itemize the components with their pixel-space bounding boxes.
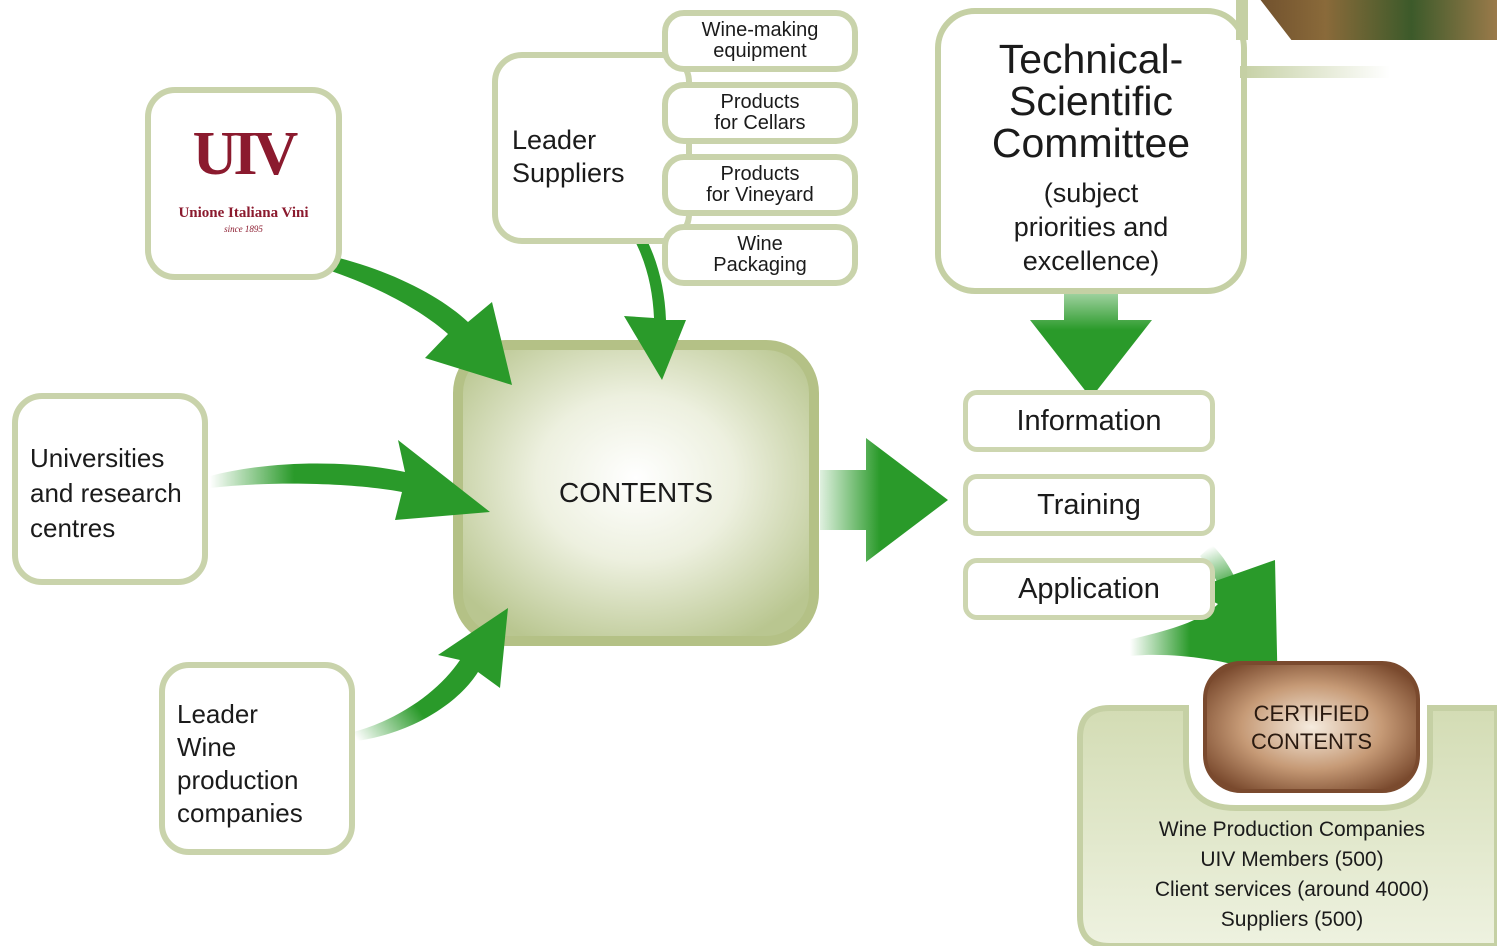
committee-title-line-2: Scientific — [1008, 78, 1174, 124]
leader-suppliers-line-2: Suppliers — [512, 158, 625, 188]
stage-application: Application — [963, 558, 1215, 620]
uiv-logo-mark: UIV — [192, 120, 299, 188]
committee-tail-top — [1236, 0, 1248, 40]
arrow-leader-wine-to-contents — [350, 608, 508, 742]
certified-line-2: CONTENTS — [1251, 729, 1372, 754]
leader-wine-line-2: Wine — [177, 732, 237, 762]
leader-wine-line-3: production — [177, 765, 299, 795]
audience-item: UIV Members (500) — [1200, 848, 1384, 871]
audience-list: Wine Production Companies UIV Members (5… — [1090, 815, 1494, 935]
committee-box: Technical- Scientific Committee (subject… — [935, 8, 1247, 294]
stage-application-label: Application — [1018, 572, 1160, 605]
universities-label: Universities and research centres — [30, 441, 182, 546]
audience-item: Client services (around 4000) — [1154, 878, 1430, 901]
audience-item: Wine Production Companies — [1158, 818, 1426, 841]
stage-training-label: Training — [1037, 488, 1141, 521]
leader-suppliers-label: Leader Suppliers — [512, 124, 625, 190]
stage-information-label: Information — [1016, 404, 1162, 437]
committee-subtitle-line-1: (subject — [1043, 178, 1139, 208]
committee-subtitle-line-2: priorities and — [1013, 212, 1169, 242]
universities-line-3: centres — [30, 513, 116, 543]
arrow-committee-to-information — [1030, 278, 1152, 398]
stage-information: Information — [963, 390, 1215, 452]
category-line-2: for Cellars — [714, 112, 806, 134]
uiv-logo-name: Unione Italiana Vini — [178, 205, 309, 221]
certified-label: CERTIFIED CONTENTS — [1205, 700, 1418, 756]
arrow-universities-to-contents — [210, 440, 490, 520]
committee-subtitle: (subject priorities and excellence) — [941, 176, 1241, 278]
arrow-uiv-to-contents — [250, 245, 512, 385]
audience-panel-shape — [1077, 705, 1497, 946]
leader-suppliers-line-1: Leader — [512, 125, 597, 155]
stage-training: Training — [963, 474, 1215, 536]
audience-item: Suppliers (500) — [1220, 908, 1364, 931]
universities-box: Universities and research centres — [12, 393, 208, 585]
committee-title-line-3: Committee — [991, 120, 1191, 166]
contents-label: CONTENTS — [559, 477, 713, 508]
certified-line-1: CERTIFIED — [1253, 701, 1370, 726]
leader-suppliers-box: Leader Suppliers — [492, 52, 692, 244]
leader-wine-line-4: companies — [177, 798, 303, 828]
supplier-category-cellars: Products for Cellars — [662, 82, 858, 144]
universities-line-1: Universities — [30, 443, 165, 473]
corner-image-fragment — [1260, 0, 1497, 40]
category-line-1: Wine-making — [701, 19, 819, 41]
certified-box-shape — [1203, 661, 1420, 793]
supplier-category-winemaking: Wine-making equipment — [662, 10, 858, 72]
category-line-2: equipment — [713, 40, 807, 62]
uiv-logo-since: since 1895 — [224, 224, 263, 234]
uiv-logo-box: UIV Unione Italiana Vini since 1895 — [145, 87, 342, 280]
category-line-2: for Vineyard — [706, 184, 814, 206]
committee-title-line-1: Technical- — [998, 36, 1184, 82]
leader-wine-box: Leader Wine production companies — [159, 662, 355, 855]
universities-line-2: and research — [30, 478, 182, 508]
leader-wine-line-1: Leader — [177, 699, 258, 729]
supplier-category-vineyard: Products for Vineyard — [662, 154, 858, 216]
supplier-category-packaging: Wine Packaging — [662, 224, 858, 286]
category-line-1: Wine — [737, 233, 783, 255]
committee-subtitle-line-3: excellence) — [1022, 246, 1160, 276]
category-line-1: Products — [720, 163, 800, 185]
leader-wine-label: Leader Wine production companies — [177, 698, 303, 830]
arrow-suppliers-to-contents — [598, 190, 686, 380]
arrow-contents-to-stages — [820, 438, 948, 562]
committee-title: Technical- Scientific Committee — [941, 38, 1241, 164]
committee-tail — [1240, 66, 1390, 78]
category-line-2: Packaging — [713, 254, 807, 276]
category-line-1: Products — [720, 91, 800, 113]
